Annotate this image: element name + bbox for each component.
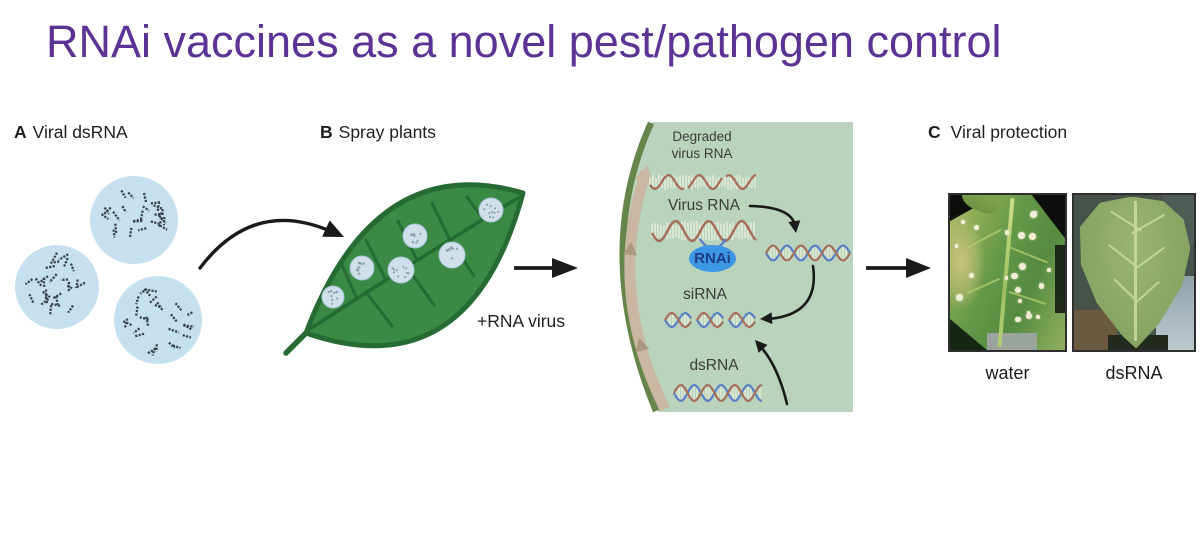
rnai-complex-label: RNAi <box>694 250 731 267</box>
panel-b-label: Spray plants <box>338 122 436 142</box>
sirna-label: siRNA <box>683 286 727 303</box>
rna-virus-annotation: +RNA virus <box>477 311 566 331</box>
panel-a-label: Viral dsRNA <box>32 122 128 142</box>
dsrna-caption: dsRNA <box>1105 363 1163 383</box>
panel-b-letter: B <box>320 122 333 142</box>
dsrna-treated-leaf-photo <box>1072 193 1196 352</box>
panel-c-label: Viral protection <box>950 122 1068 142</box>
spray-transfer-arrow <box>198 218 344 270</box>
panel-c-letter: C <box>928 122 941 142</box>
panel-c-heading: C Viral protection <box>928 122 1067 143</box>
rnai-complex-badge: RNAi <box>689 245 736 272</box>
infection-arrow <box>514 258 578 278</box>
degraded-virus-rna-label: Degraded virus RNA <box>671 129 733 161</box>
long-dsrna-helix <box>765 244 851 262</box>
water-treated-leaf-photo <box>948 193 1067 352</box>
rnai-transport-arrow <box>623 165 670 412</box>
dsrna-label: dsRNA <box>689 357 739 374</box>
applied-dsrna-helix <box>673 383 763 403</box>
lesion-spots <box>950 195 1065 350</box>
panel-a-letter: A <box>14 122 27 142</box>
virus-rna-label: Virus RNA <box>667 197 741 214</box>
sirna-fragments <box>664 311 756 329</box>
degraded-virus-rna-strand <box>649 173 757 191</box>
dsrna-vesicles <box>15 176 202 364</box>
spray-droplets <box>321 197 504 309</box>
cell-process-arrows <box>748 204 816 406</box>
water-caption: water <box>985 363 1030 383</box>
page-title: RNAi vaccines as a novel pest/pathogen c… <box>46 16 1002 67</box>
protection-arrow <box>866 258 931 278</box>
